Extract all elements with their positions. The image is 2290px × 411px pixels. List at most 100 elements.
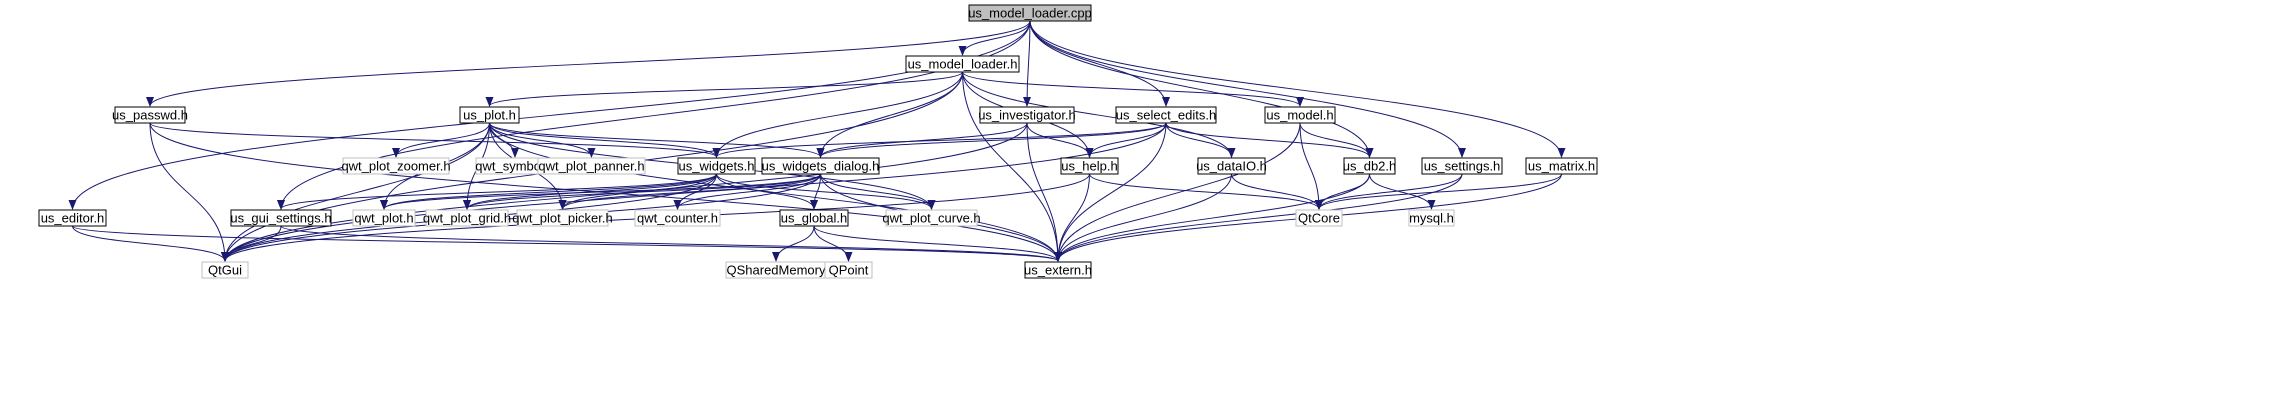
node-box-us-gui-settings-h[interactable] [230, 209, 332, 227]
node-label: qwt_plot.h [354, 211, 413, 226]
edge-us-gui-settings-h-to-qtgui [221, 225, 282, 262]
edge-us-help-h-to-qtcore [1089, 173, 1323, 210]
edge-us-model-h-to-us-extern-h [1054, 122, 1301, 262]
node-us-investigator-h[interactable]: us_investigator.h [978, 106, 1076, 124]
edge-us-model-loader-cpp-to-us-passwd-h [146, 20, 1031, 107]
edge-us-plot-h-to-qwt-plot-zoomer-h [392, 122, 490, 158]
node-box-us-model-h[interactable] [1264, 106, 1336, 124]
node-label: us_extern.h [1024, 263, 1092, 278]
node-box-us-global-h[interactable] [779, 209, 849, 227]
edge-us-editor-h-to-us-extern-h [72, 225, 1062, 262]
edge-us-editor-h-to-qtgui [72, 225, 229, 262]
node-box-us-model-loader-cpp[interactable] [968, 4, 1092, 22]
node-qwt-plot-grid-h: qwt_plot_grid.h [423, 209, 511, 227]
node-box-us-passwd-h[interactable] [114, 106, 186, 124]
edge-us-plot-h-to-us-extern-h [489, 122, 1062, 262]
edge-us-widgets-dialog-h-to-qwt-plot-curve-h [820, 173, 936, 210]
edge-us-widgets-dialog-h-to-qwt-plot-picker-h [558, 173, 821, 210]
edge-us-widgets-dialog-h-to-us-global-h [810, 173, 821, 210]
edge-us-gui-settings-h-to-us-extern-h [280, 225, 1062, 262]
node-us-passwd-h[interactable]: us_passwd.h [112, 106, 188, 124]
node-us-dataio-h[interactable]: us_dataIO.h [1196, 157, 1267, 175]
edge-us-investigator-h-to-us-extern-h [1026, 122, 1062, 262]
node-label: QPoint [829, 263, 869, 278]
node-us-global-h[interactable]: us_global.h [779, 209, 849, 227]
node-us-gui-settings-h[interactable]: us_gui_settings.h [230, 209, 332, 227]
node-box-us-select-edits-h[interactable] [1115, 106, 1217, 124]
edge-us-plot-h-to-qtgui [221, 122, 490, 262]
node-box-us-editor-h[interactable] [38, 209, 107, 227]
node-label: us_plot.h [463, 108, 516, 123]
edge-us-investigator-h-to-us-help-h [1026, 122, 1094, 158]
node-label: us_model.h [1266, 108, 1333, 123]
node-box-qpoint [824, 261, 873, 279]
edge-us-model-loader-cpp-to-us-model-loader-h [958, 20, 1031, 56]
node-box-qwt-plot-grid-h [425, 209, 509, 227]
edge-us-investigator-h-to-us-widgets-dialog-h [816, 122, 1028, 158]
edge-us-model-loader-cpp-to-us-gui-settings-h [277, 20, 1031, 210]
node-label: qwt_plot_curve.h [882, 211, 980, 226]
node-box-us-widgets-dialog-h[interactable] [761, 157, 880, 175]
node-label: qwt_symbol.h [475, 159, 554, 174]
node-label: mysql.h [1409, 211, 1454, 226]
node-label: qwt_plot_picker.h [512, 211, 612, 226]
node-us-help-h[interactable]: us_help.h [1060, 157, 1119, 175]
edge-us-model-h-to-us-db2-h [1299, 122, 1374, 158]
node-us-matrix-h[interactable]: us_matrix.h [1525, 157, 1598, 175]
node-label: us_help.h [1061, 159, 1117, 174]
node-box-qtcore [1295, 209, 1343, 227]
node-qwt-plot-panner-h: qwt_plot_panner.h [537, 157, 646, 175]
node-qwt-counter-h: qwt_counter.h [634, 209, 721, 227]
node-qwt-plot-curve-h: qwt_plot_curve.h [882, 209, 981, 227]
node-label: qwt_plot_panner.h [538, 159, 644, 174]
edge-us-model-loader-cpp-to-us-editor-h [68, 20, 1031, 210]
edge-us-widgets-dialog-h-to-qwt-plot-grid-h [463, 173, 821, 210]
edge-us-model-loader-h-to-us-dataio-h [962, 71, 1236, 158]
node-box-qwt-plot-zoomer-h [342, 157, 450, 175]
node-label: qwt_counter.h [637, 211, 718, 226]
node-label: QtGui [208, 263, 242, 278]
node-us-model-h[interactable]: us_model.h [1264, 106, 1336, 124]
node-box-qwt-counter-h [634, 209, 721, 227]
node-box-qwt-plot-h [352, 209, 416, 227]
edge-us-model-loader-cpp-to-us-db2-h [1029, 20, 1374, 158]
node-label: us_settings.h [1424, 159, 1501, 174]
node-label: us_model_loader.h [908, 57, 1018, 72]
node-box-us-investigator-h[interactable] [979, 106, 1075, 124]
node-us-widgets-h[interactable]: us_widgets.h [677, 157, 756, 175]
edge-us-select-edits-h-to-us-widgets-dialog-h [816, 122, 1167, 158]
node-us-select-edits-h[interactable]: us_select_edits.h [1115, 106, 1217, 124]
node-us-model-loader-h[interactable]: us_model_loader.h [905, 55, 1020, 73]
node-box-us-extern-h[interactable] [1024, 261, 1092, 279]
edge-us-model-loader-cpp-to-us-select-edits-h [1029, 20, 1170, 107]
node-qtcore: QtCore [1295, 209, 1343, 227]
edge-us-help-h-to-us-extern-h [1054, 173, 1090, 262]
node-us-widgets-dialog-h[interactable]: us_widgets_dialog.h [761, 157, 880, 175]
node-label: us_model_loader.cpp [968, 6, 1092, 21]
edge-us-model-loader-h-to-us-widgets-h [712, 71, 963, 158]
node-box-us-settings-h[interactable] [1421, 157, 1503, 175]
edge-us-passwd-h-to-us-extern-h [149, 122, 1062, 262]
node-us-model-loader-cpp[interactable]: us_model_loader.cpp [968, 4, 1092, 22]
node-label: us_db2.h [1343, 159, 1397, 174]
node-us-settings-h[interactable]: us_settings.h [1421, 157, 1503, 175]
node-us-editor-h[interactable]: us_editor.h [38, 209, 107, 227]
edge-us-widgets-h-to-us-gui-settings-h [277, 173, 717, 210]
node-us-extern-h[interactable]: us_extern.h [1024, 261, 1092, 279]
edge-us-plot-h-to-qwt-plot-panner-h [489, 122, 596, 158]
node-box-us-widgets-h[interactable] [677, 157, 756, 175]
node-qwt-plot-picker-h: qwt_plot_picker.h [512, 209, 613, 227]
edge-us-model-loader-cpp-to-us-settings-h [1029, 20, 1466, 158]
node-box-us-model-loader-h[interactable] [905, 55, 1020, 73]
node-box-us-matrix-h[interactable] [1525, 157, 1598, 175]
edge-us-widgets-h-to-us-global-h [716, 173, 818, 210]
node-label: us_passwd.h [112, 108, 188, 123]
node-us-db2-h[interactable]: us_db2.h [1343, 157, 1397, 175]
node-box-us-db2-h[interactable] [1343, 157, 1396, 175]
node-box-us-plot-h[interactable] [459, 106, 520, 124]
node-box-us-dataio-h[interactable] [1197, 157, 1266, 175]
node-box-us-help-h[interactable] [1060, 157, 1119, 175]
node-us-plot-h[interactable]: us_plot.h [459, 106, 520, 124]
node-label: qwt_plot_zoomer.h [341, 159, 450, 174]
